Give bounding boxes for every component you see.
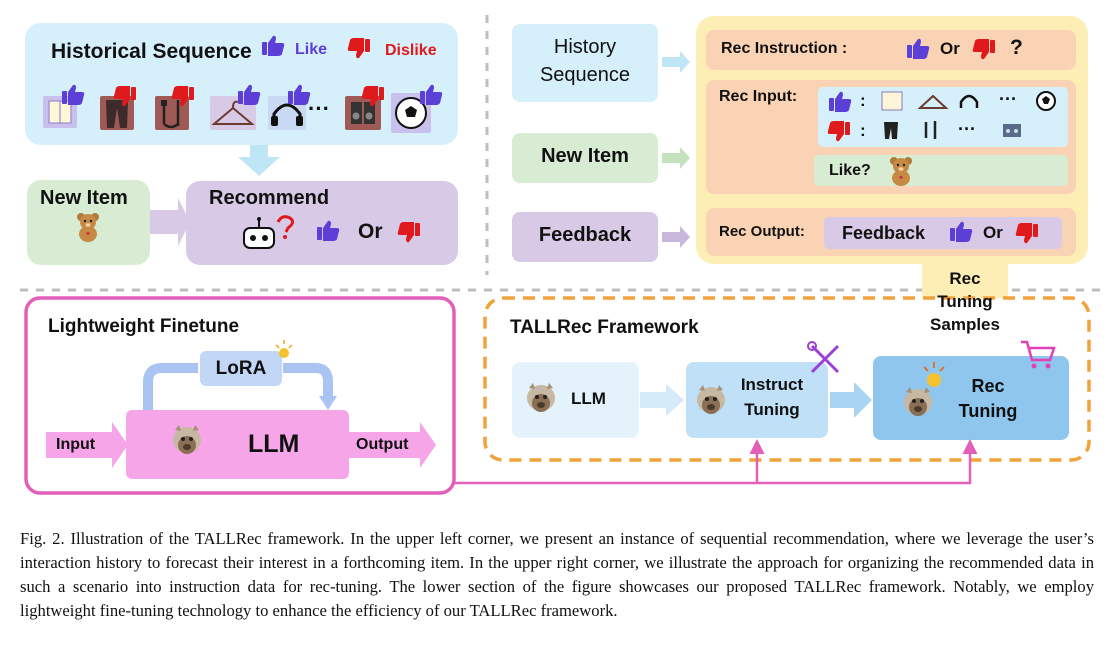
lora-arrow-in xyxy=(143,363,198,412)
input-liked-items xyxy=(881,91,1056,111)
like-question-box xyxy=(814,155,1068,186)
book-icon xyxy=(43,84,85,128)
instruct-line1: Instruct xyxy=(740,375,804,394)
input-label: Input xyxy=(56,436,96,453)
new-item-title: New Item xyxy=(40,187,128,209)
llm-label: LLM xyxy=(248,430,300,458)
history-ellipsis: ··· xyxy=(308,96,330,121)
down-arrow xyxy=(238,145,280,176)
tallrec-framework-title: TALLRec Framework xyxy=(510,317,699,338)
headphones-icon xyxy=(268,84,311,130)
rec-bulb-icon xyxy=(923,362,945,387)
recommend-title: Recommend xyxy=(209,187,330,209)
rec-input-label: Rec Input: xyxy=(719,88,798,105)
lora-box xyxy=(200,351,282,386)
arrow-new-item xyxy=(662,147,690,169)
llm-block xyxy=(126,410,349,479)
new-item-input-label: New Item xyxy=(541,145,629,167)
rec-tuning-line2: Tuning xyxy=(958,401,1018,421)
soccer-ball-icon xyxy=(391,84,443,133)
rec-output-label: Rec Output: xyxy=(719,223,805,240)
lora-label: LoRA xyxy=(215,358,267,379)
diagram-graphics xyxy=(20,15,1100,495)
history-items xyxy=(43,84,443,133)
rec-output-box xyxy=(824,217,1062,249)
feedback-box xyxy=(512,212,658,262)
lightweight-finetune-title: Lightweight Finetune xyxy=(48,316,240,337)
output-arrow xyxy=(349,422,436,468)
instruct-tuning-label: Instruct Tuning xyxy=(730,372,814,422)
new-item-box xyxy=(512,133,658,183)
output-label: Output xyxy=(356,436,409,453)
like-question: Like? xyxy=(829,162,871,179)
tallrec-llm-box xyxy=(512,362,639,438)
instruct-tuning-box xyxy=(686,362,828,438)
history-sequence-label: History Sequence xyxy=(512,33,658,89)
rec-instruction-label: Rec Instruction : xyxy=(721,40,848,57)
diagram: Historical Sequence Like Dislike ··· New… xyxy=(20,15,1100,495)
history-line1: History xyxy=(553,36,617,58)
input-disliked-items xyxy=(884,121,1021,139)
dislike-label: Dislike xyxy=(385,42,437,59)
robot-icon xyxy=(243,215,295,249)
shopping-cart-icon xyxy=(1021,340,1056,369)
instruct-line2: Tuning xyxy=(744,400,800,419)
tuning-samples-line1: Rec xyxy=(949,269,981,288)
rec-input-items xyxy=(818,87,1068,147)
recommend-or: Or xyxy=(358,220,383,243)
figure-caption: Fig. 2. Illustration of the TALLRec fram… xyxy=(20,529,1094,620)
input-colon-dislike: : xyxy=(860,121,866,140)
bulb-icon xyxy=(275,340,293,358)
arrow-to-instruct xyxy=(640,384,684,416)
rec-tuning-label: Rec Tuning xyxy=(950,374,1026,424)
hanger-icon xyxy=(210,84,261,130)
output-or: Or xyxy=(983,223,1003,242)
connector-rec xyxy=(454,439,978,485)
instruction-or: Or xyxy=(940,39,960,58)
input-colon-like: : xyxy=(860,91,866,110)
instruction-question: ? xyxy=(1010,36,1023,59)
right-arrow xyxy=(150,198,190,246)
lora-arrow-out xyxy=(283,363,333,398)
input-ellipsis-like: ··· xyxy=(999,89,1017,109)
tuning-samples-line3: Samples xyxy=(930,315,1000,334)
pants-icon xyxy=(100,86,136,130)
tuning-samples-line2: Tuning xyxy=(937,292,993,311)
rec-tuning-line1: Rec xyxy=(971,376,1005,396)
tuning-samples-label: Rec Tuning Samples xyxy=(905,267,1025,336)
output-feedback: Feedback xyxy=(842,223,926,243)
input-arrow xyxy=(46,422,128,468)
rec-tuning-box xyxy=(873,356,1069,440)
speaker-icon xyxy=(345,86,384,130)
history-line2: Sequence xyxy=(539,64,631,86)
tools-icon xyxy=(807,341,840,374)
input-ellipsis-dislike: ··· xyxy=(958,119,976,139)
historical-sequence-title: Historical Sequence xyxy=(51,40,252,63)
arrow-to-rec xyxy=(830,382,872,418)
cable-icon xyxy=(155,86,194,130)
history-sequence-box xyxy=(512,24,658,102)
like-label: Like xyxy=(295,41,328,58)
arrow-feedback xyxy=(662,226,690,248)
tallrec-llm-label: LLM xyxy=(571,389,606,408)
feedback-input-label: Feedback xyxy=(538,224,632,246)
arrow-history xyxy=(662,51,690,73)
